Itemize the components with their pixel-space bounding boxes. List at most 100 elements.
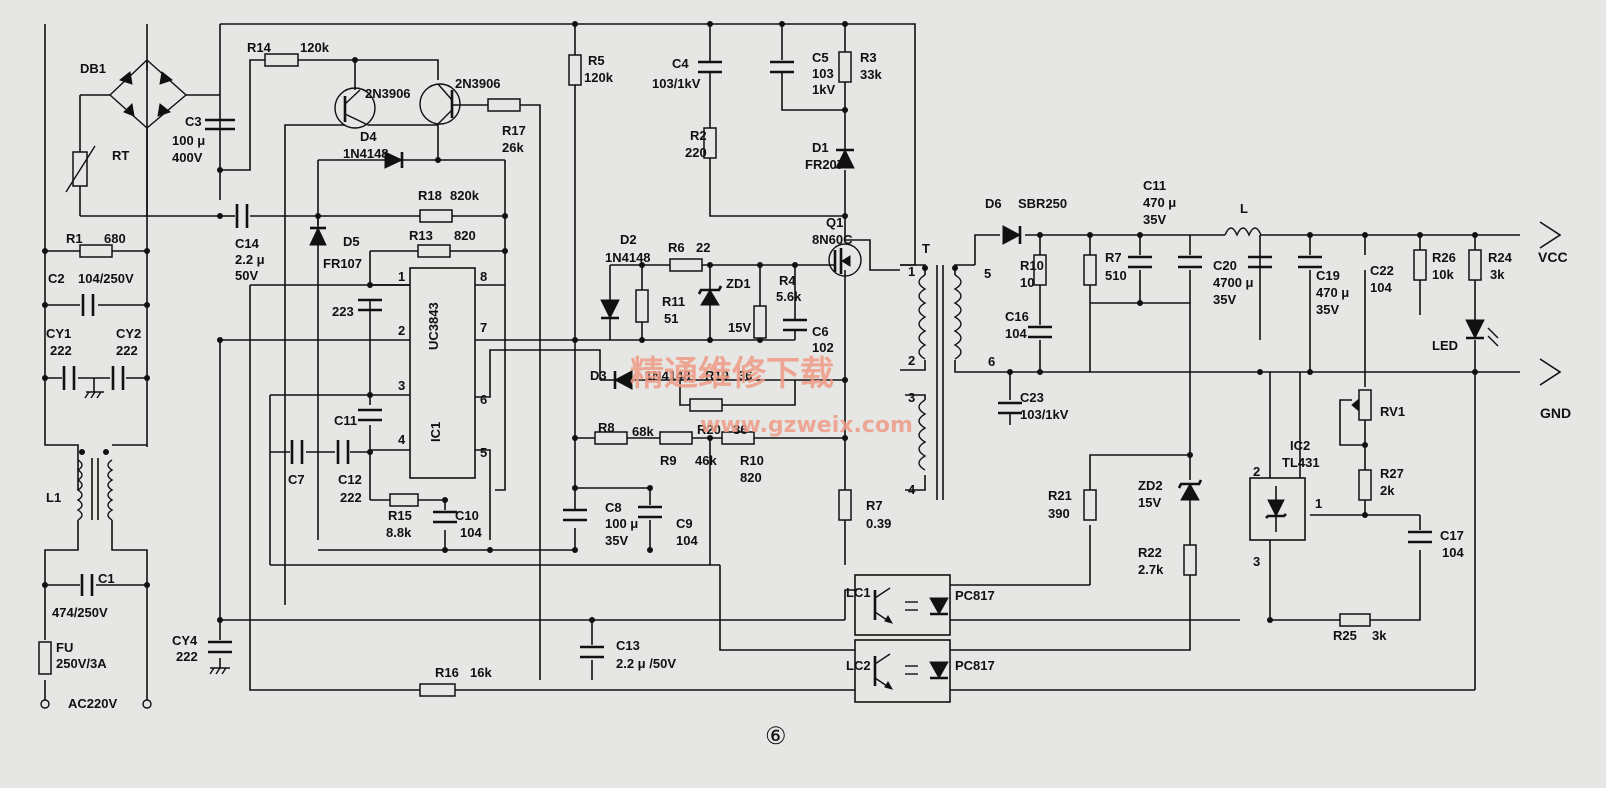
transistor-2n3906-b xyxy=(419,83,461,125)
tl431-pin-1: 1 xyxy=(1315,496,1322,511)
diode-d3 xyxy=(613,370,633,390)
label-r27-value: 2k xyxy=(1380,483,1395,498)
label-c10: C10 xyxy=(455,508,479,523)
label-r6-value: 22 xyxy=(696,240,710,255)
resistor-r8 xyxy=(594,431,628,445)
capacitor-c6 xyxy=(783,318,807,332)
resistor-r15 xyxy=(389,493,419,507)
xfmr-pin-2: 2 xyxy=(908,353,915,368)
label-r2: R2 xyxy=(690,128,707,143)
label-r21-value: 390 xyxy=(1048,506,1070,521)
label-r9: R9 xyxy=(660,453,677,468)
xfmr-pin-1: 1 xyxy=(908,264,915,279)
label-r5-value: 120k xyxy=(584,70,614,85)
label-c12: C12 xyxy=(338,472,362,487)
ic1-pin-2: 2 xyxy=(398,323,405,338)
tl431-pins: 2 1 3 xyxy=(1253,464,1322,569)
ic1-text: UC3843 IC1 1 2 3 4 5 6 7 8 xyxy=(398,269,487,460)
label-vcc: VCC xyxy=(1538,249,1568,265)
label-r6: R6 xyxy=(668,240,685,255)
capacitor-c3 xyxy=(205,118,235,131)
label-c2: C2 xyxy=(48,271,65,286)
capacitor-c19 xyxy=(1248,255,1272,269)
resistor-r21 xyxy=(1083,489,1097,521)
ic1-pin-5: 5 xyxy=(480,445,487,460)
label-r9-value: 46k xyxy=(695,453,717,468)
fuse xyxy=(38,641,52,675)
label-cy1-value: 222 xyxy=(50,343,72,358)
resistor-r10-snubber xyxy=(1033,254,1047,286)
label-c22-value: 104 xyxy=(1370,280,1392,295)
label-cy2-value: 222 xyxy=(116,343,138,358)
label-d3-value: 1N4148 xyxy=(645,368,691,383)
resistor-r24 xyxy=(1468,249,1482,281)
potentiometer-rv1 xyxy=(1351,389,1372,421)
label-cy2: CY2 xyxy=(116,326,141,341)
label-l: L xyxy=(1240,201,1248,216)
label-r13: R13 xyxy=(409,228,433,243)
label-c13: C13 xyxy=(616,638,640,653)
ic1-pin-4: 4 xyxy=(398,432,406,447)
label-d2: D2 xyxy=(620,232,637,247)
label-zd1: ZD1 xyxy=(726,276,751,291)
xfmr-pin-6: 6 xyxy=(988,354,995,369)
resistor-r27 xyxy=(1358,469,1372,501)
resistor-r19 xyxy=(689,398,723,412)
junction-dots xyxy=(42,21,1478,623)
resistor-r6 xyxy=(669,258,703,272)
label-d6-value: SBR250 xyxy=(1018,196,1067,211)
transformer-t xyxy=(918,265,962,500)
label-c5-volt: 1kV xyxy=(812,82,835,97)
label-fuse: FU xyxy=(56,640,73,655)
label-r19: R19 xyxy=(705,368,729,383)
vcc-arrow xyxy=(1539,221,1562,249)
label-r10-snubber: R10 xyxy=(1020,258,1044,273)
label-r10-snubber-value: 10 xyxy=(1020,275,1034,290)
label-r13-value: 820 xyxy=(454,228,476,243)
figure-number: ⑥ xyxy=(765,723,787,750)
optocoupler-lc2 xyxy=(854,639,951,703)
capacitor-c8 xyxy=(563,508,587,522)
label-d2-value: 1N4148 xyxy=(605,250,651,265)
label-c16-value: 104 xyxy=(1005,326,1027,341)
label-r17: R17 xyxy=(502,123,526,138)
label-c4: C4 xyxy=(672,56,689,71)
label-c19-value: 470 μ xyxy=(1316,285,1349,300)
label-c22: C22 xyxy=(1370,263,1394,278)
label-r14-value: 120k xyxy=(300,40,330,55)
diode-d2 xyxy=(600,299,620,320)
ic1-pin-8: 8 xyxy=(480,269,487,284)
label-r5: R5 xyxy=(588,53,605,68)
label-r4-value: 5.6k xyxy=(776,289,802,304)
terminal-left[interactable] xyxy=(40,699,50,709)
terminal-right[interactable] xyxy=(142,699,152,709)
label-c9: C9 xyxy=(676,516,693,531)
label-r19-value: 36 xyxy=(738,368,752,383)
xfmr-pin-4: 4 xyxy=(908,482,916,497)
resistor-r16 xyxy=(419,683,456,697)
component-labels: DB1 RT C3 100 μ 400V R14 120k 2N3906 2N3… xyxy=(46,40,1571,711)
label-c14: C14 xyxy=(235,236,260,251)
label-ic2-value: TL431 xyxy=(1282,455,1320,470)
label-c16: C16 xyxy=(1005,309,1029,324)
watermark-chinese: 精通维修下载 xyxy=(630,354,834,394)
label-gnd: GND xyxy=(1540,405,1571,421)
label-led: LED xyxy=(1432,338,1458,353)
resistor-r25 xyxy=(1339,613,1371,627)
label-pc817-b: PC817 xyxy=(955,658,995,673)
label-r26-value: 10k xyxy=(1432,267,1454,282)
capacitor-c1 xyxy=(80,574,94,596)
label-q1-value: 8N60C xyxy=(812,232,853,247)
capacitor-cy1 xyxy=(62,366,76,390)
choke-l1 xyxy=(76,449,114,521)
capacitor-c13 xyxy=(580,645,604,659)
label-c8: C8 xyxy=(605,500,622,515)
ground-symbol xyxy=(84,391,104,399)
label-c11-output-value: 470 μ xyxy=(1143,195,1176,210)
label-r16: R16 xyxy=(435,665,459,680)
tl431-pin-3: 3 xyxy=(1253,554,1260,569)
label-cy1: CY1 xyxy=(46,326,71,341)
tl431-pin-2: 2 xyxy=(1253,464,1260,479)
label-r22: R22 xyxy=(1138,545,1162,560)
capacitor-c4 xyxy=(698,60,722,74)
